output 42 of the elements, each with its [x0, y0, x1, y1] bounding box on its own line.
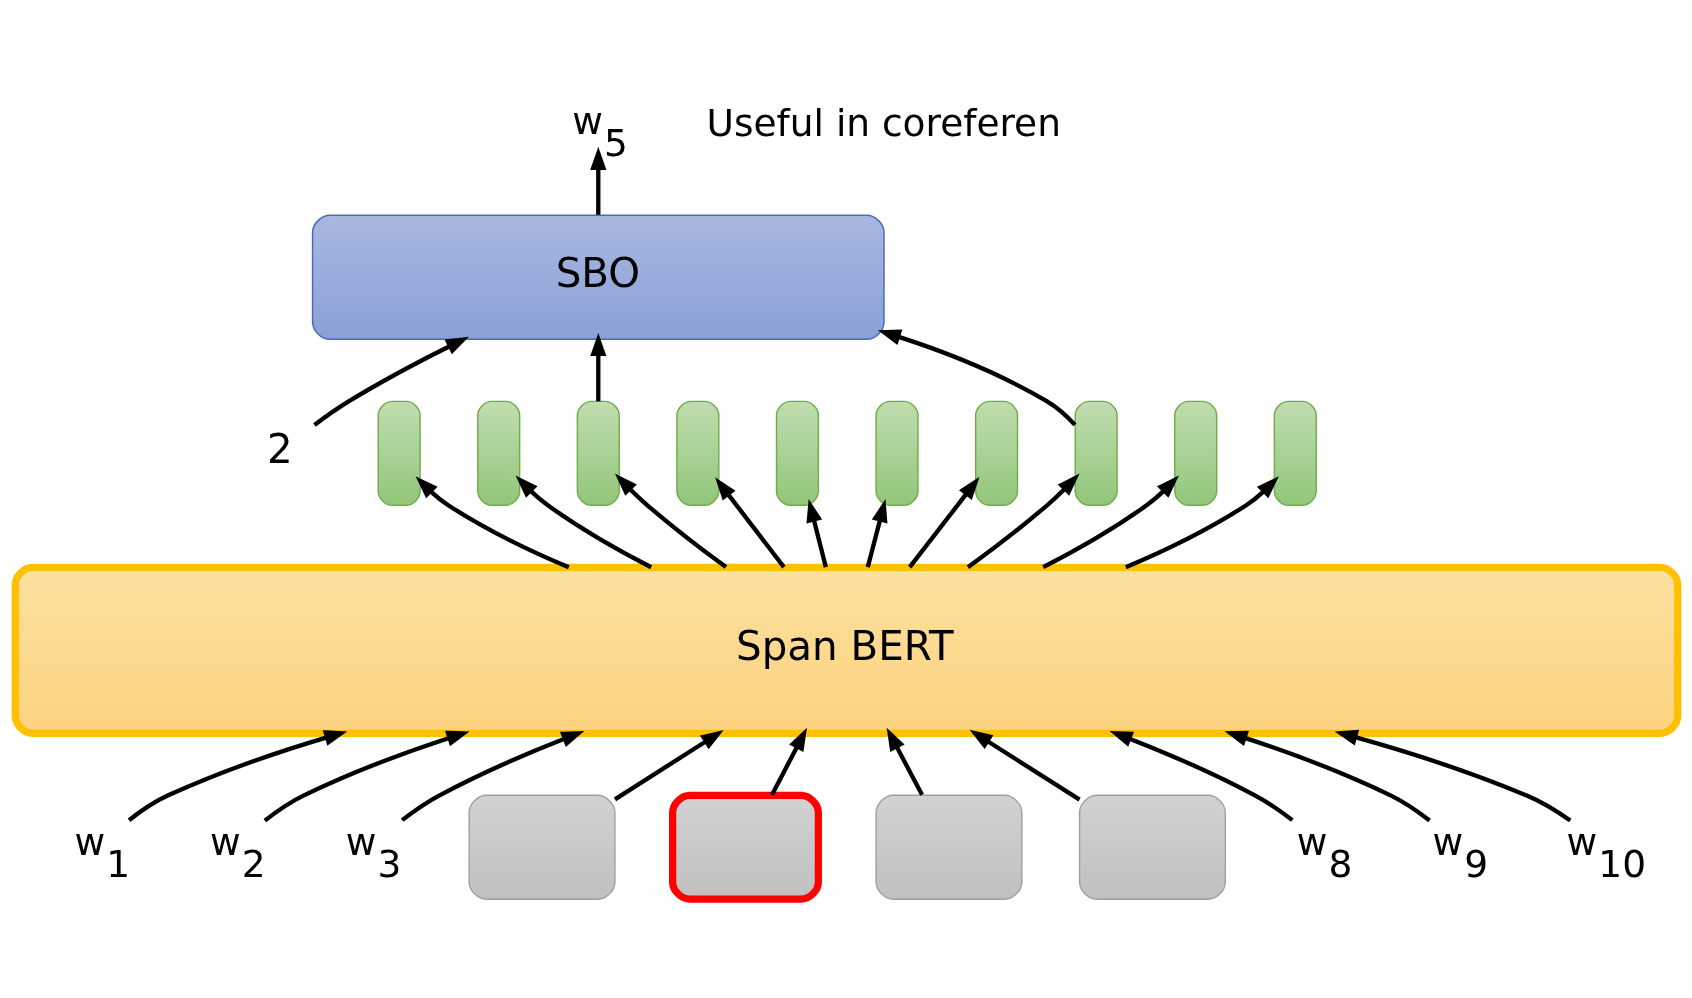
node-bar: [476, 400, 520, 506]
node-bar: [675, 400, 719, 506]
node-bar: [874, 400, 919, 506]
arrow: [614, 473, 727, 569]
arrow: [263, 730, 470, 822]
arrow: [589, 332, 606, 401]
arrow: [515, 475, 652, 569]
arrow: [613, 729, 724, 801]
node-box: [668, 791, 822, 903]
node-box: Span BERT: [11, 563, 1681, 737]
arrow: [886, 727, 924, 796]
arrow: [769, 727, 807, 796]
arrow: [1334, 729, 1572, 822]
arrow: [907, 476, 980, 568]
node-bar: [1074, 400, 1118, 506]
arrow: [1223, 730, 1431, 822]
node-box: [467, 794, 616, 900]
arrow: [805, 498, 828, 568]
arrow: [1124, 475, 1279, 569]
arrow: [400, 730, 584, 822]
node-box: [1078, 794, 1226, 900]
arrow: [1041, 475, 1179, 569]
arrow: [312, 336, 469, 427]
arrow: [966, 473, 1080, 569]
node-bar: [377, 400, 421, 506]
arrow: [1109, 730, 1294, 822]
node-box: [874, 794, 1023, 900]
arrow: [877, 329, 1076, 426]
node-bar: [1273, 400, 1317, 506]
label: Useful in coreferen: [706, 100, 1061, 145]
node-box: SBO: [311, 214, 885, 340]
node-text: 2: [266, 424, 293, 473]
node-bar: [775, 400, 819, 506]
arrow: [865, 498, 887, 568]
node-bar: [1173, 400, 1217, 506]
node-bar: [576, 400, 620, 506]
arrow: [969, 729, 1081, 801]
arrow: [714, 476, 786, 568]
arrow: [415, 475, 570, 569]
arrow: [589, 146, 606, 215]
arrow: [127, 729, 347, 822]
node-bar: [974, 400, 1018, 506]
